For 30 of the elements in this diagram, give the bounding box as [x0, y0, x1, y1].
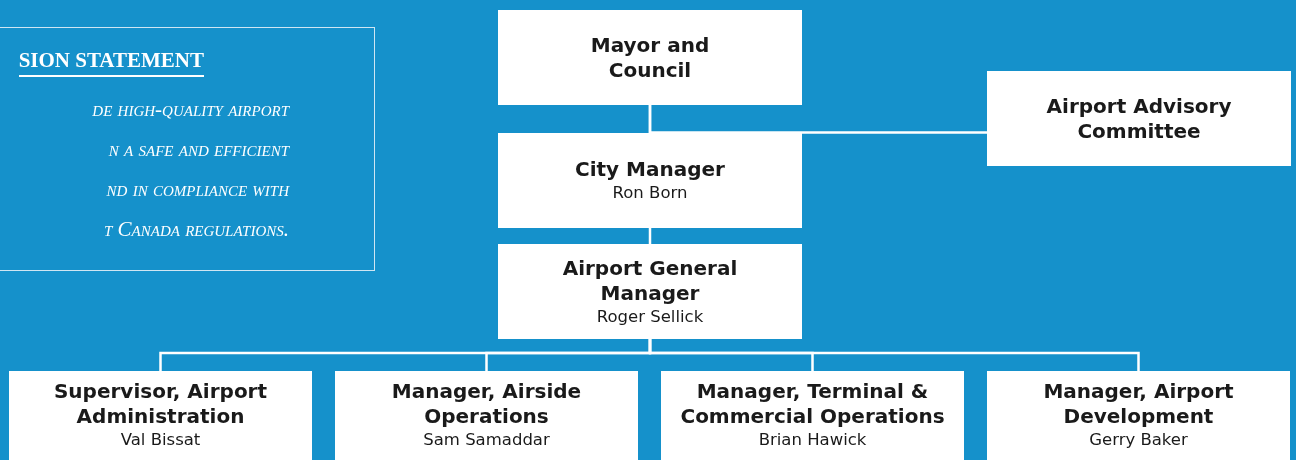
- person-name: Ron Born: [612, 182, 688, 204]
- person-name: Sam Samaddar: [423, 429, 550, 451]
- role-title: City Manager: [575, 157, 725, 182]
- org-box: [9, 371, 312, 460]
- role-title: Mayor and Council: [589, 32, 711, 83]
- person-name: Roger Sellick: [596, 305, 704, 328]
- panel-heading: SION STATEMENT: [18, 48, 204, 77]
- role-title: Airport Advisory Committee: [1045, 93, 1233, 144]
- org-box: [498, 244, 802, 339]
- statement-text: de high-quality airport: [92, 96, 289, 122]
- mission-statement-panel: [0, 27, 375, 271]
- org-box: [661, 371, 964, 460]
- org-box: [498, 133, 802, 228]
- statement-text: nd in compliance with: [106, 176, 289, 202]
- org-box: [987, 71, 1291, 166]
- org-box: [498, 10, 802, 105]
- statement-text: t Canada regulations.: [103, 216, 289, 242]
- role-title: Manager, Airside Operations: [390, 379, 583, 429]
- role-title: Manager, Airport Development: [1042, 379, 1235, 429]
- connector-line: [648, 105, 987, 134]
- role-title: Supervisor, Airport Administration: [52, 379, 269, 429]
- connector-line: [648, 339, 1140, 371]
- person-name: Brian Hawick: [758, 429, 867, 451]
- person-name: Val Bissat: [120, 429, 201, 451]
- person-name: Gerry Baker: [1089, 429, 1188, 451]
- role-title: Manager, Terminal & Commercial Operations: [679, 379, 946, 429]
- org-box: [335, 371, 638, 460]
- role-title: Airport General Manager: [561, 255, 739, 306]
- statement-text: n a safe and efficient: [108, 136, 289, 162]
- org-box: [987, 371, 1290, 460]
